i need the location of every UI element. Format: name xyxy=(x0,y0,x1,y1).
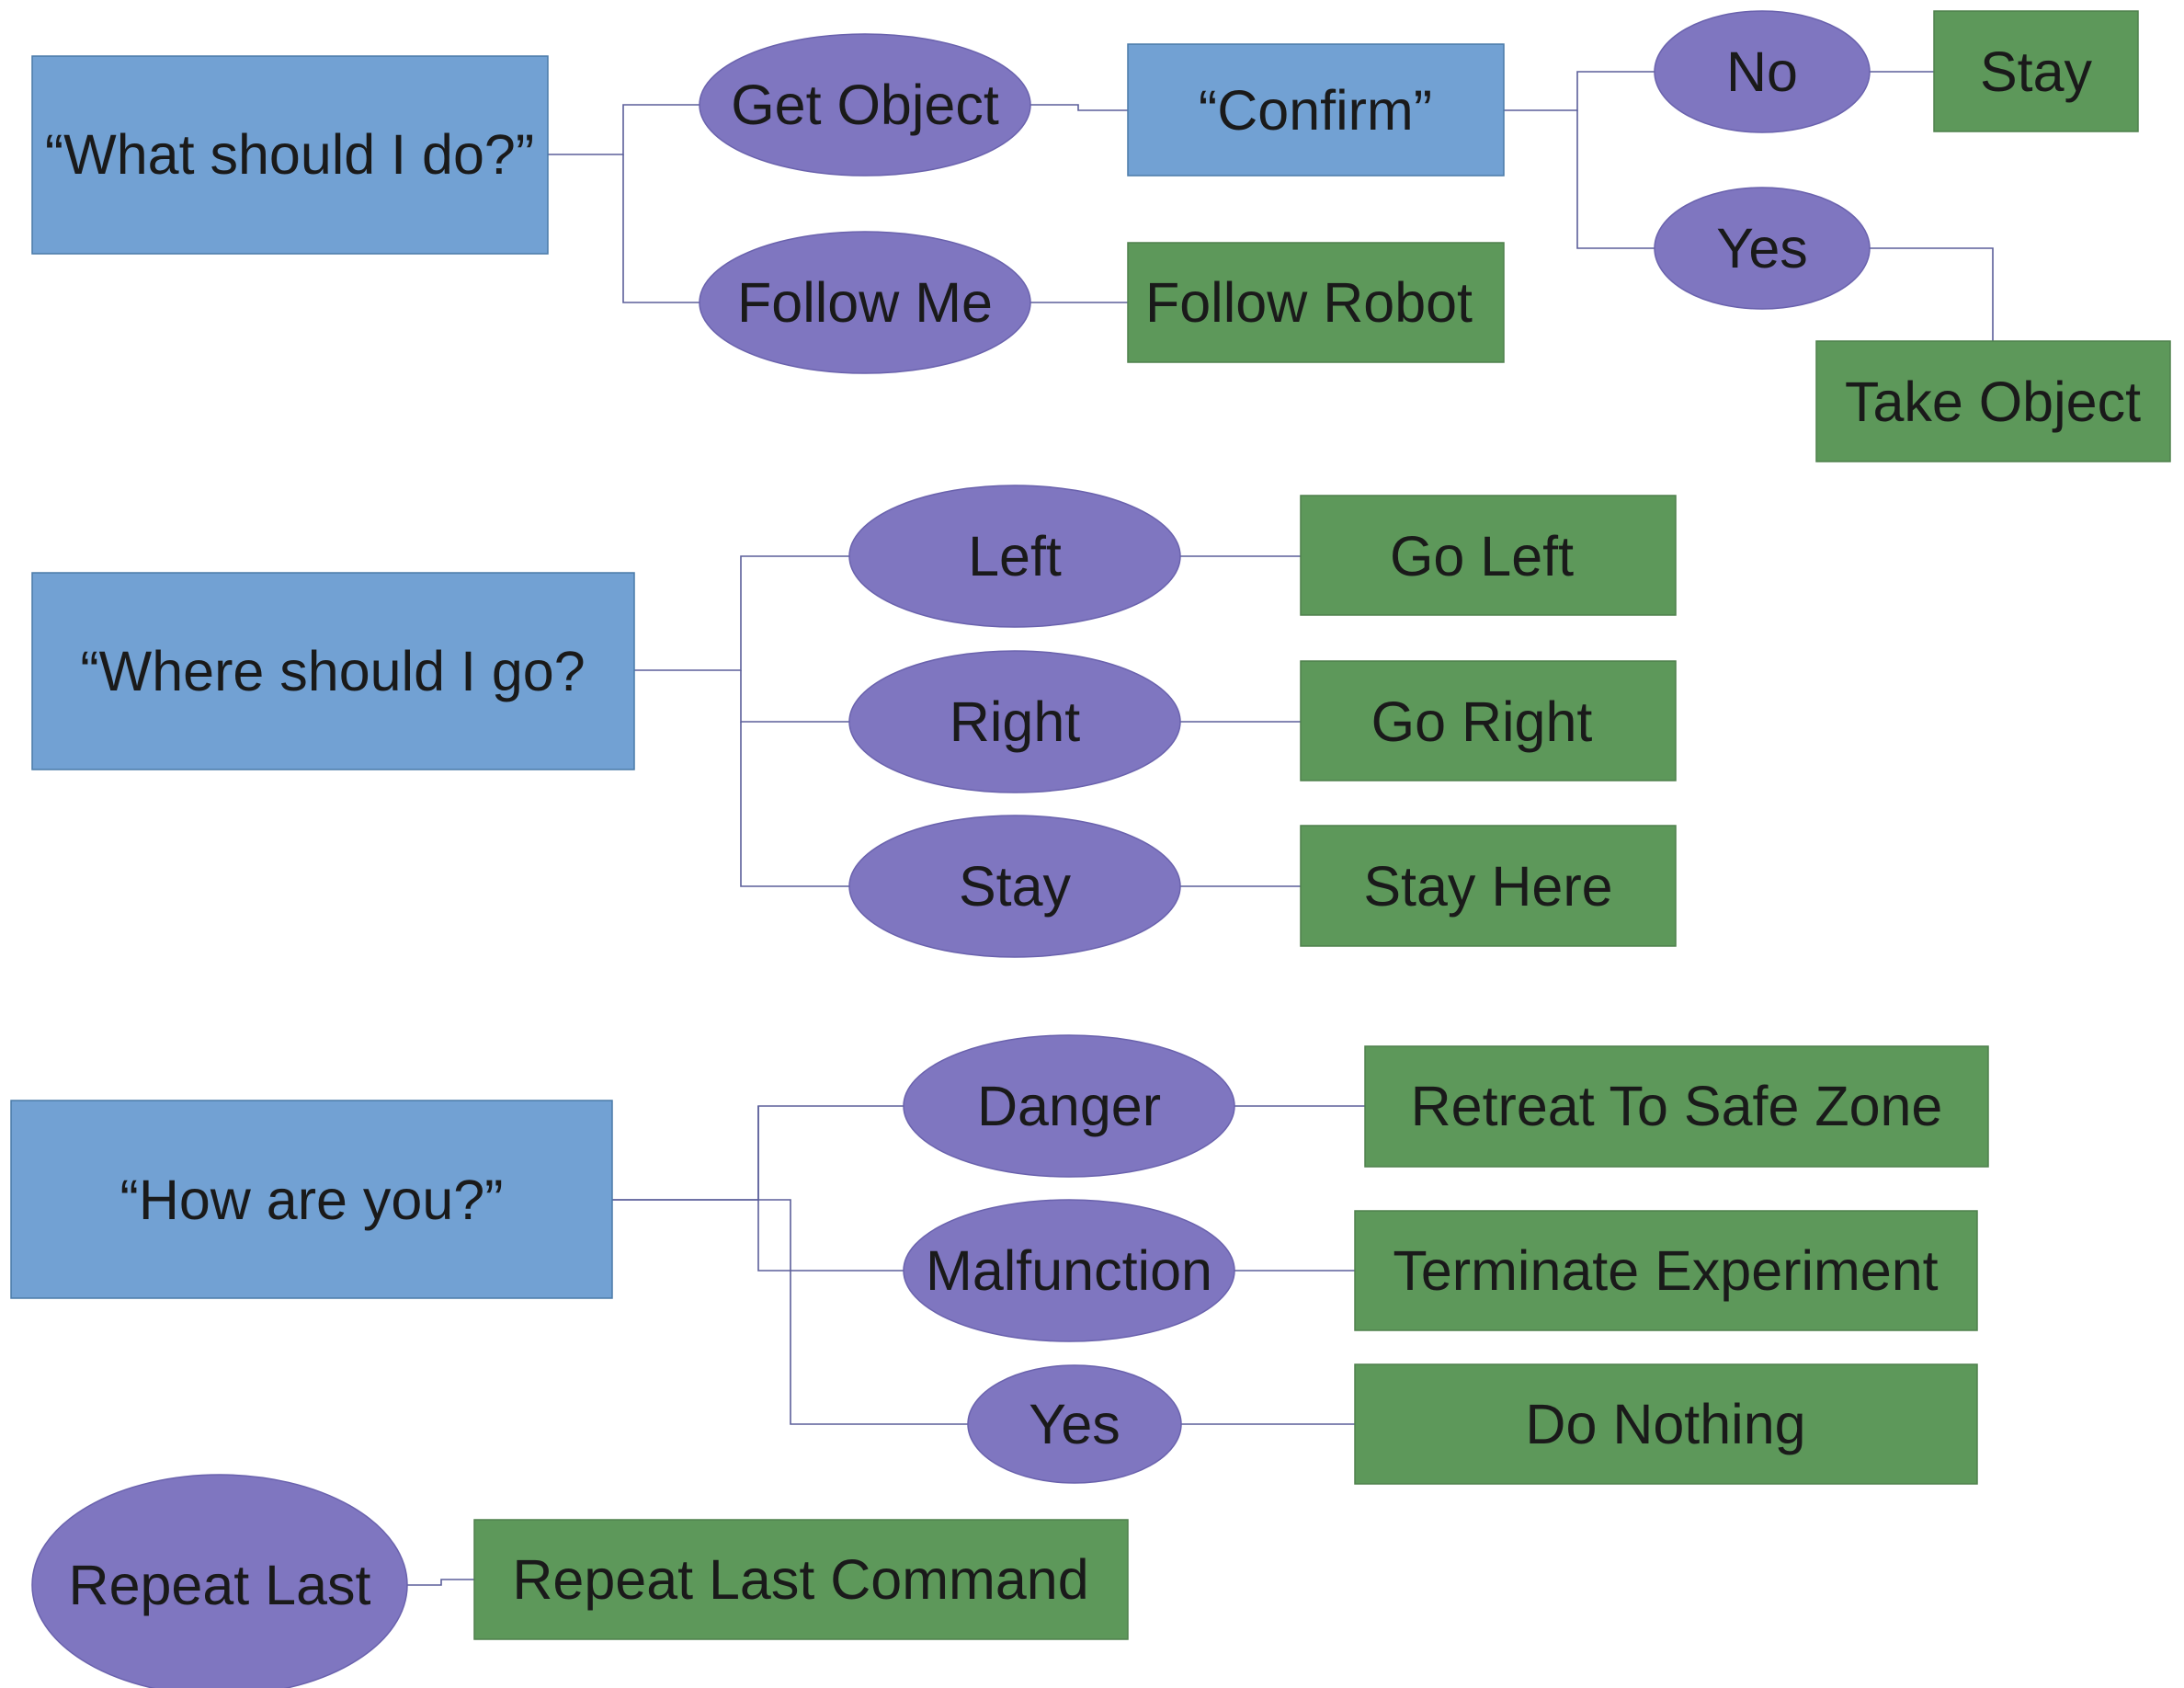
response-follow-me-label: Follow Me xyxy=(737,271,993,334)
connector-how-to-malfunction xyxy=(757,1106,904,1272)
connector-where-to-left xyxy=(634,555,849,671)
action-stay: Stay xyxy=(1933,10,2139,132)
action-do-nothing: Do Nothing xyxy=(1354,1363,1978,1485)
response-yes-confirm-label: Yes xyxy=(1716,217,1808,279)
response-repeat-last: Repeat Last xyxy=(31,1474,408,1688)
action-follow-robot: Follow Robot xyxy=(1127,242,1505,363)
response-no: No xyxy=(1654,10,1871,133)
response-yes-status-label: Yes xyxy=(1029,1393,1120,1455)
action-repeat-last-command: Repeat Last Command xyxy=(473,1519,1129,1640)
response-get-object-label: Get Object xyxy=(731,74,999,136)
response-get-object: Get Object xyxy=(699,33,1031,177)
connector-where-to-right xyxy=(740,670,849,723)
action-retreat-to-safe-zone: Retreat To Safe Zone xyxy=(1364,1045,1989,1168)
action-go-right: Go Right xyxy=(1300,660,1677,781)
prompt-how-are-you-label: “How are you?” xyxy=(120,1169,504,1231)
response-left: Left xyxy=(848,485,1181,628)
prompt-confirm: “Confirm” xyxy=(1127,43,1505,177)
connectors xyxy=(407,71,1994,1586)
prompt-what-should-i-do-label: “What should I do?” xyxy=(45,123,534,186)
action-go-left-label: Go Left xyxy=(1390,525,1574,587)
response-right-label: Right xyxy=(950,690,1080,753)
action-go-right-label: Go Right xyxy=(1371,690,1593,753)
action-terminate-label: Terminate Experiment xyxy=(1393,1239,1938,1302)
action-stay-here: Stay Here xyxy=(1300,825,1677,947)
action-follow-robot-label: Follow Robot xyxy=(1145,271,1473,334)
prompt-where-should-i-go: “Where should I go? xyxy=(31,572,635,770)
prompt-what-should-i-do: “What should I do?” xyxy=(31,55,549,255)
action-go-left: Go Left xyxy=(1300,495,1677,616)
action-retreat-label: Retreat To Safe Zone xyxy=(1411,1075,1943,1137)
response-malfunction: Malfunction xyxy=(903,1199,1235,1342)
response-malfunction-label: Malfunction xyxy=(926,1239,1212,1302)
response-danger: Danger xyxy=(903,1034,1235,1178)
action-take-object-label: Take Object xyxy=(1845,371,2141,433)
response-danger-label: Danger xyxy=(977,1075,1161,1137)
response-left-label: Left xyxy=(968,525,1062,587)
action-terminate-experiment: Terminate Experiment xyxy=(1354,1210,1978,1331)
response-yes-status: Yes xyxy=(967,1364,1182,1484)
response-stay: Stay xyxy=(848,815,1181,958)
response-no-label: No xyxy=(1726,40,1798,103)
response-right: Right xyxy=(848,650,1181,793)
action-stay-label: Stay xyxy=(1980,40,2093,103)
connector-what-to-get-object xyxy=(548,104,700,155)
connector-what-to-follow-me xyxy=(622,154,700,303)
prompt-where-should-i-go-label: “Where should I go? xyxy=(80,640,585,702)
action-stay-here-label: Stay Here xyxy=(1363,855,1612,918)
prompt-confirm-label: “Confirm” xyxy=(1199,79,1432,142)
response-stay-label: Stay xyxy=(959,855,1072,918)
action-take-object: Take Object xyxy=(1815,340,2171,462)
connector-repeat-last xyxy=(407,1579,474,1586)
connector-confirm-to-no xyxy=(1504,71,1655,111)
action-do-nothing-label: Do Nothing xyxy=(1525,1393,1805,1455)
prompt-how-are-you: “How are you?” xyxy=(10,1100,613,1299)
action-repeat-last-command-label: Repeat Last Command xyxy=(512,1548,1088,1611)
connector-yes-to-take-object xyxy=(1870,247,1994,341)
connector-get-object-to-confirm xyxy=(1030,104,1128,111)
response-repeat-last-label: Repeat Last xyxy=(69,1554,371,1616)
response-follow-me: Follow Me xyxy=(699,231,1031,374)
connector-where-to-stay xyxy=(740,722,849,887)
connector-how-to-yes xyxy=(612,1199,968,1425)
response-yes-confirm: Yes xyxy=(1654,187,1871,310)
connector-confirm-to-yes xyxy=(1576,110,1655,249)
